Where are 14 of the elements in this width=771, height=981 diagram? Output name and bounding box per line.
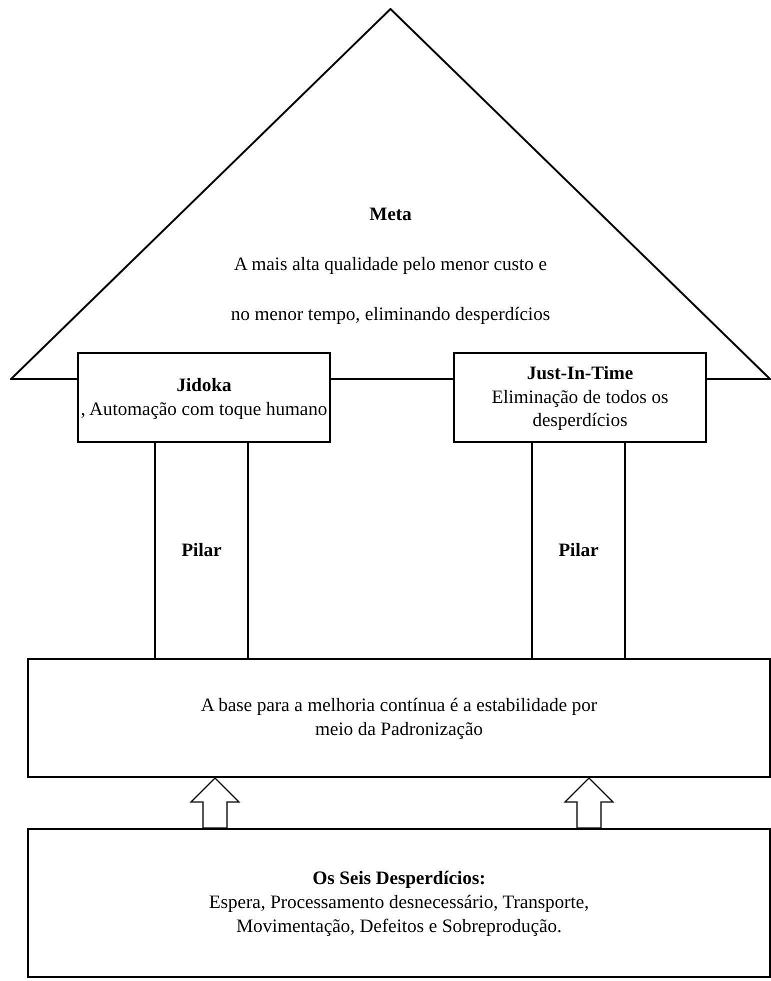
block-arrow (189, 777, 241, 829)
pillar-cap-text: Eliminação de todos os desperdícios (490, 386, 670, 434)
waste-list: Espera, Processamento desnecessário, Transporte, Movimentação, Defeitos e Sobreprodução. (179, 891, 619, 939)
goal-heading: Meta (368, 204, 413, 226)
waste-box (27, 828, 771, 978)
text-box: Jidoka, Automação com toque humano (77, 352, 331, 443)
pillar: Pilar (154, 441, 249, 660)
goal-text: A mais alta qualidade pelo menor custo e no menor tempo, eliminando desperdícios (230, 253, 550, 327)
text-box (453, 352, 707, 443)
foundation-band: A base para a melhoria contínua é a estabilidade por meio da Padronização (27, 658, 771, 778)
pillar-cap-heading: Just-In-Time (526, 362, 634, 386)
pillar: Pilar (531, 441, 626, 660)
waste-heading: Os Seis Desperdícios: (312, 867, 486, 892)
block-arrow (563, 777, 615, 829)
